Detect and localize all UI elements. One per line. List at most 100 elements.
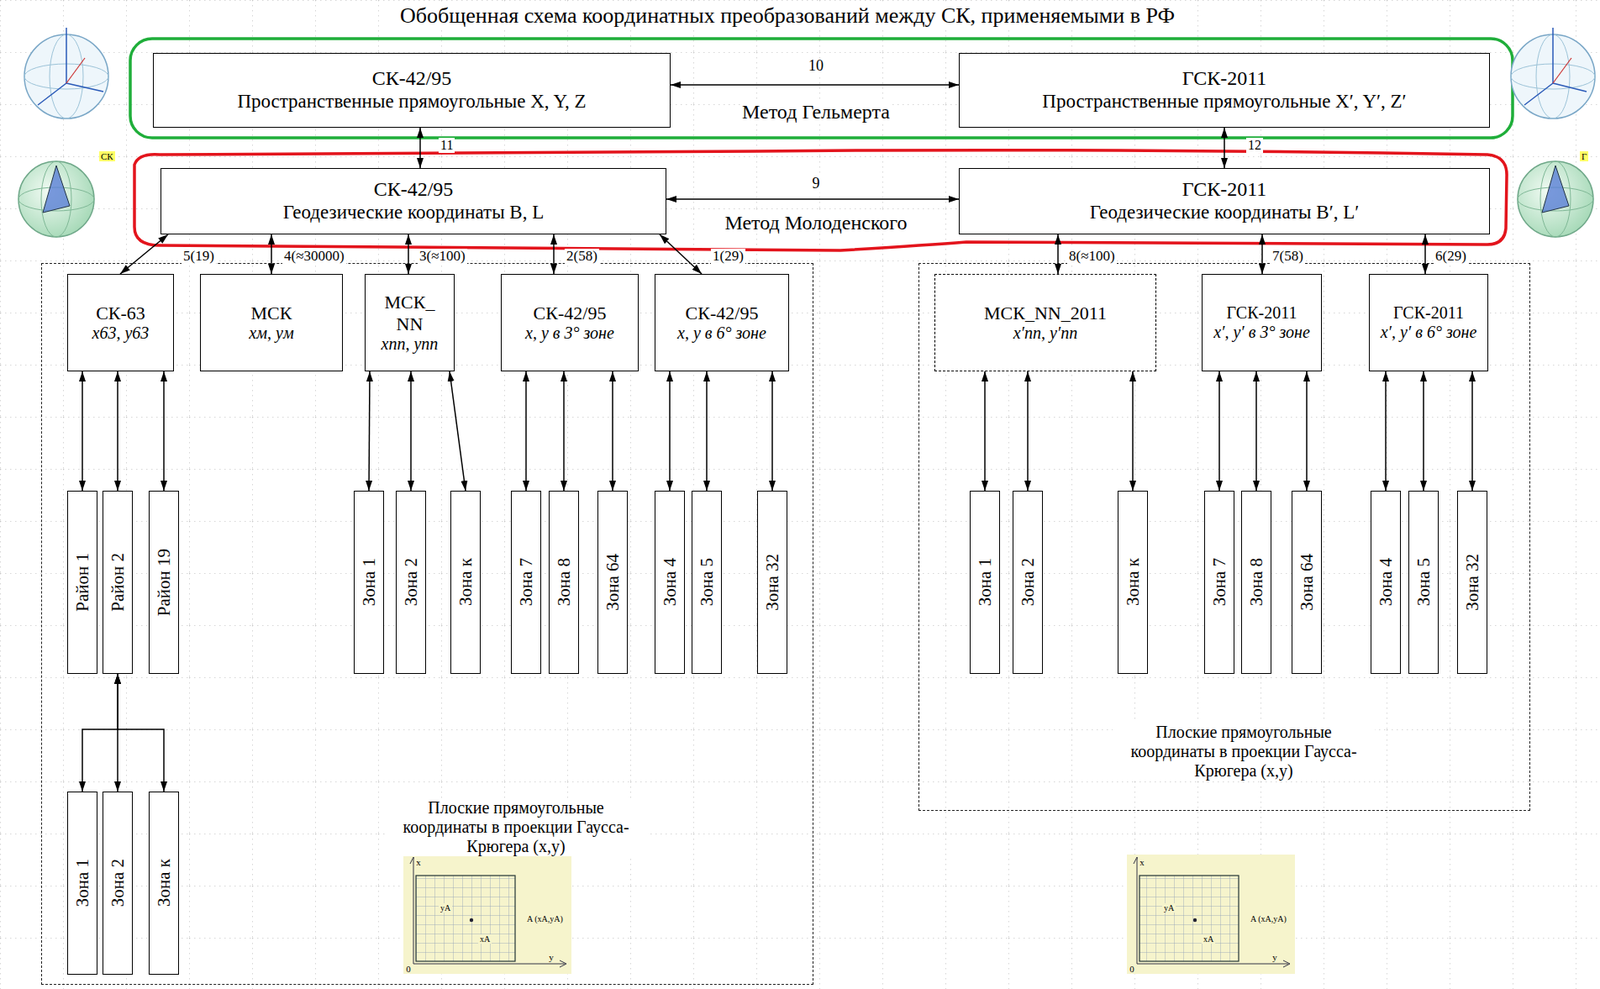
red-outline — [134, 150, 1507, 251]
zone-label: Зона 2 — [107, 858, 128, 907]
callout-number: 8(≈100) — [1067, 248, 1117, 265]
axis-label: x — [1137, 857, 1147, 868]
system-name: СК-63 — [95, 302, 146, 324]
transform-arrow — [449, 371, 466, 491]
zone-label: Зона к — [455, 557, 476, 606]
method-label: Метод Молоденского — [722, 211, 909, 234]
zone-label: Зона 7 — [1209, 557, 1230, 606]
zone-column: Зона 7 — [510, 490, 542, 674]
zone-column: Район 19 — [148, 490, 179, 674]
system-name: СК-42/95 — [372, 67, 453, 91]
transform-arrow — [1255, 371, 1258, 491]
grid-illustration — [403, 854, 572, 974]
zone-column: Район 1 — [67, 490, 98, 674]
system-name: ГСК-2011 — [1182, 67, 1268, 91]
zone-label: Зона 64 — [1296, 553, 1317, 611]
axis-label: xA — [1201, 934, 1216, 944]
transform-arrow — [552, 234, 555, 274]
zone-column: Зона 1 — [353, 490, 385, 674]
axis-label: yA — [438, 903, 453, 913]
zone-column: Зона 8 — [1241, 490, 1272, 674]
axis-label: 0 — [404, 963, 413, 974]
diagram-title: Обобщенная схема координатных преобразов… — [396, 3, 1179, 29]
transform-arrow — [668, 371, 671, 491]
transform-arrow — [1261, 234, 1264, 274]
zone-column: Зона к — [148, 791, 179, 975]
zone-label: Зона 2 — [1017, 557, 1038, 606]
globe-tag: Г — [1579, 151, 1589, 162]
zone-label: Зона к — [153, 858, 174, 907]
callout-number: 3(≈100) — [417, 248, 468, 265]
transform-arrow — [1057, 234, 1059, 274]
coordinate-box: МСК_NN_2011x′nn, y′nn — [934, 273, 1157, 372]
coordinate-symbols: x′, y′ в 3° зоне — [1213, 322, 1311, 343]
coordinate-type: Геодезические координаты B, L — [283, 201, 544, 224]
coordinate-symbols: x′nn, y′nn — [1013, 323, 1079, 343]
axis-label: y — [1270, 952, 1279, 963]
transform-arrow — [120, 234, 169, 274]
transform-arrow — [705, 371, 708, 491]
transform-arrow — [659, 234, 702, 274]
coordinate-box: ГСК-2011Геодезические координаты B′, L′ — [958, 168, 1490, 235]
zone-column: Зона 5 — [1408, 490, 1439, 674]
zone-label: Зона 1 — [358, 557, 379, 606]
coordinate-box: ГСК-2011x′, y′ в 6° зоне — [1368, 273, 1489, 372]
zone-column: Зона 4 — [654, 490, 685, 674]
globe-icon — [18, 161, 95, 237]
system-name: ГСК-2011 — [1182, 178, 1268, 202]
system-name: ГСК-2011 — [1226, 303, 1298, 323]
zone-column: Зона 32 — [1457, 490, 1488, 674]
green-outline — [130, 38, 1513, 138]
transform-arrow — [1424, 234, 1427, 274]
transform-arrow — [1218, 371, 1221, 491]
transform-arrow — [1223, 127, 1226, 169]
transform-arrow — [116, 371, 119, 491]
zone-label: Зона 5 — [1413, 557, 1434, 606]
axis-label: x — [414, 857, 423, 868]
transform-arrow — [984, 371, 986, 491]
system-name: СК-42/95 — [533, 302, 607, 324]
axis-label: xA — [478, 934, 492, 944]
transform-arrow — [771, 371, 774, 491]
zone-label: Зона 1 — [72, 858, 93, 907]
coordinate-symbols: xм, yм — [248, 323, 294, 343]
zone-column: Зона к — [450, 490, 481, 674]
zone-column: Зона 2 — [1012, 490, 1043, 674]
coordinate-type: Геодезические координаты B′, L′ — [1089, 201, 1360, 224]
callout-number: 4(≈30000) — [282, 248, 347, 265]
zone-column: Зона к — [1117, 490, 1148, 674]
callout-number: 10 — [806, 57, 826, 75]
system-name: СК-42/95 — [685, 302, 759, 324]
coordinate-type: Пространственные прямоугольные X′, Y′, Z… — [1042, 90, 1406, 113]
zone-label: Зона 7 — [515, 557, 537, 606]
coordinate-box: ГСК-2011Пространственные прямоугольные X… — [958, 52, 1490, 128]
transform-arrow — [1131, 371, 1134, 491]
transform-arrow — [666, 198, 959, 200]
zone-label: Зона 8 — [1246, 557, 1267, 606]
transform-arrow — [1026, 371, 1029, 491]
projection-region: Плоские прямоугольные координаты в проек… — [918, 263, 1531, 811]
transform-arrow — [368, 371, 370, 491]
coordinate-box: СК-42/95x, y в 6° зоне — [654, 273, 790, 372]
zone-column: Зона 8 — [548, 490, 579, 674]
system-name: СК-42/95 — [373, 178, 454, 202]
callout-number: 5(19) — [181, 248, 216, 265]
zone-label: Зона 4 — [659, 557, 680, 606]
zone-label: Зона 4 — [1375, 557, 1396, 606]
zone-label: Зона 64 — [602, 553, 623, 611]
zone-label: Зона 32 — [1462, 553, 1483, 611]
callout-number: 1(29) — [710, 248, 746, 265]
transform-arrow — [81, 371, 84, 491]
zone-label: Зона 8 — [553, 557, 574, 606]
callout-number: 7(58) — [1270, 248, 1306, 265]
zone-column: Зона 64 — [597, 490, 628, 674]
zone-label: Зона 2 — [400, 557, 422, 606]
axis-label: y — [547, 952, 556, 963]
coordinate-type: Пространственные прямоугольные X, Y, Z — [236, 90, 586, 113]
zone-column: Район 2 — [102, 490, 133, 674]
zone-label: Район 2 — [107, 552, 128, 612]
transform-arrow — [1422, 371, 1425, 491]
coordinate-symbols: x, y в 6° зоне — [677, 323, 767, 343]
